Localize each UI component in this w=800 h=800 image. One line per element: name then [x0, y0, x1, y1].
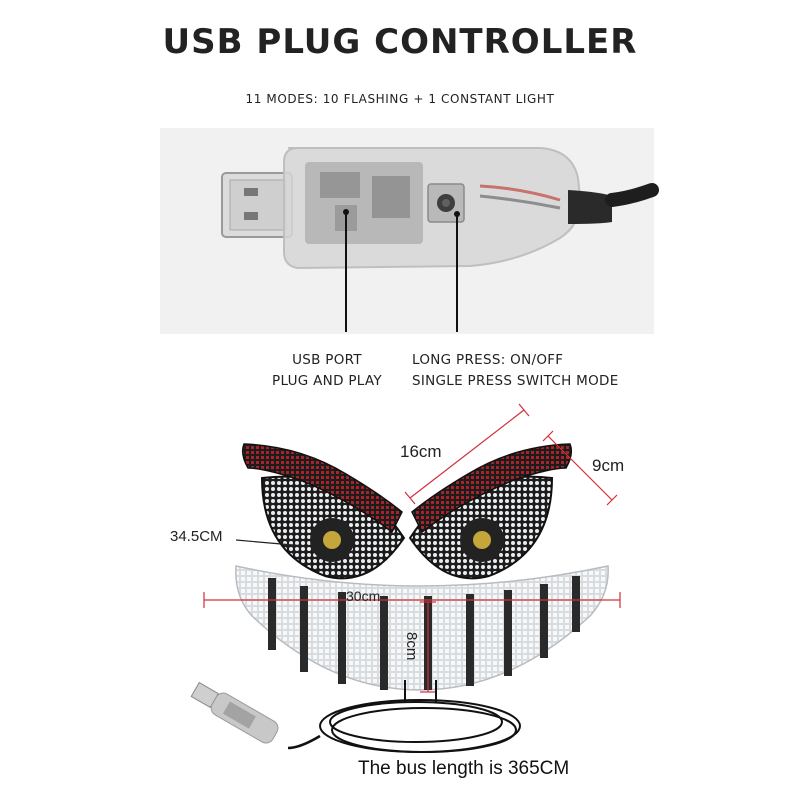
- eye-width-label: 16cm: [400, 442, 442, 461]
- small-usb-controller-icon: [190, 681, 279, 744]
- eye-height-line: [547, 435, 613, 501]
- long-press-label: LONG PRESS: ON/OFF: [412, 352, 564, 368]
- usb-port-label: USB PORT: [292, 352, 362, 368]
- dimension-markers: [203, 403, 621, 693]
- left-eye-panel: [241, 443, 406, 580]
- single-press-label: SINGLE PRESS SWITCH MODE: [412, 373, 619, 389]
- page-subtitle: 11 MODES: 10 FLASHING + 1 CONSTANT LIGHT: [245, 92, 555, 106]
- mouth-panel: [235, 565, 609, 691]
- usb-port-callout: USB PORT PLUG AND PLAY: [252, 350, 402, 392]
- mouth-width-label: 30cm: [346, 588, 381, 604]
- switch-callout: LONG PRESS: ON/OFF SINGLE PRESS SWITCH M…: [412, 350, 662, 392]
- eye-height-label: 9cm: [592, 456, 625, 475]
- overall-pointer-line: [235, 539, 305, 547]
- cable-length-caption: The bus length is 365CM: [358, 758, 570, 779]
- eye-width-line: [409, 409, 525, 499]
- cable-assembly: [190, 680, 521, 753]
- page-title: USB PLUG CONTROLLER: [162, 22, 638, 62]
- mouth-height-label: 8cm: [403, 632, 420, 661]
- right-eye-panel: [408, 443, 573, 580]
- cable-exit-icon: [568, 183, 659, 224]
- plug-and-play-label: PLUG AND PLAY: [272, 373, 382, 389]
- overall-size-label: 34.5CM: [170, 528, 223, 545]
- usb-controller-photo: [221, 147, 659, 332]
- usb-plug-icon: [221, 172, 293, 238]
